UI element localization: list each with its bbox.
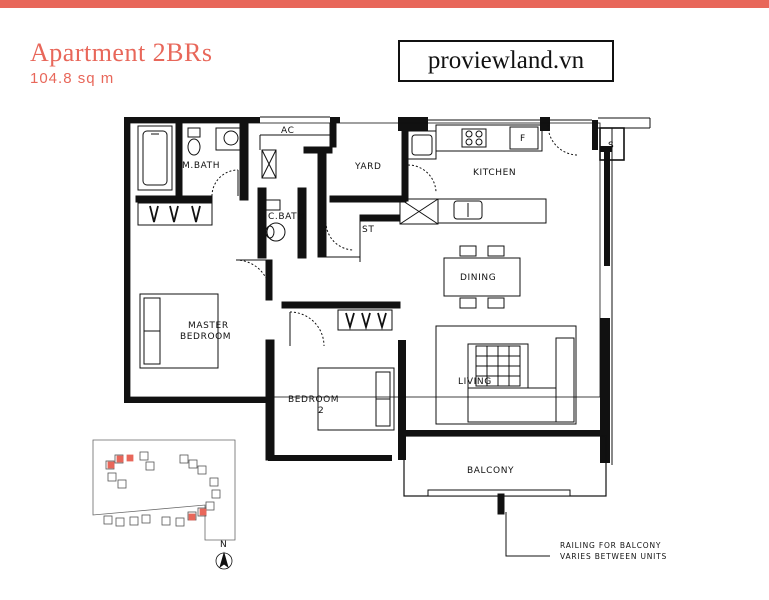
key-plan [92, 439, 236, 570]
label-balcony: BALCONY [467, 466, 514, 476]
brand-logo[interactable]: proviewland.vn [398, 40, 614, 82]
label-kitchen: KITCHEN [473, 168, 516, 178]
label-living: LIVING [458, 377, 492, 387]
railing-note-1: RAILING FOR BALCONY [560, 541, 661, 550]
page-title: Apartment 2BRs [30, 38, 213, 67]
label-fridge: F [520, 134, 526, 144]
label-dining: DINING [460, 273, 496, 283]
top-accent-bar [0, 0, 769, 8]
label-common-bath: C.BATH [268, 212, 305, 222]
railing-note-2: VARIES BETWEEN UNITS [560, 552, 667, 561]
label-bedroom2-2: 2 [318, 406, 324, 416]
label-bedroom2-1: BEDROOM [288, 395, 339, 405]
label-master-bedroom-2: BEDROOM [180, 332, 231, 342]
label-ac: AC [281, 126, 294, 136]
label-store: ST [362, 225, 374, 235]
north-label: N [220, 540, 227, 550]
label-shaft: S [608, 141, 614, 151]
label-master-bath: M.BATH [182, 161, 220, 171]
floor-area: 104.8 sq m [30, 70, 115, 87]
label-master-bedroom-1: MASTER [188, 321, 229, 331]
label-yard: YARD [354, 162, 382, 172]
